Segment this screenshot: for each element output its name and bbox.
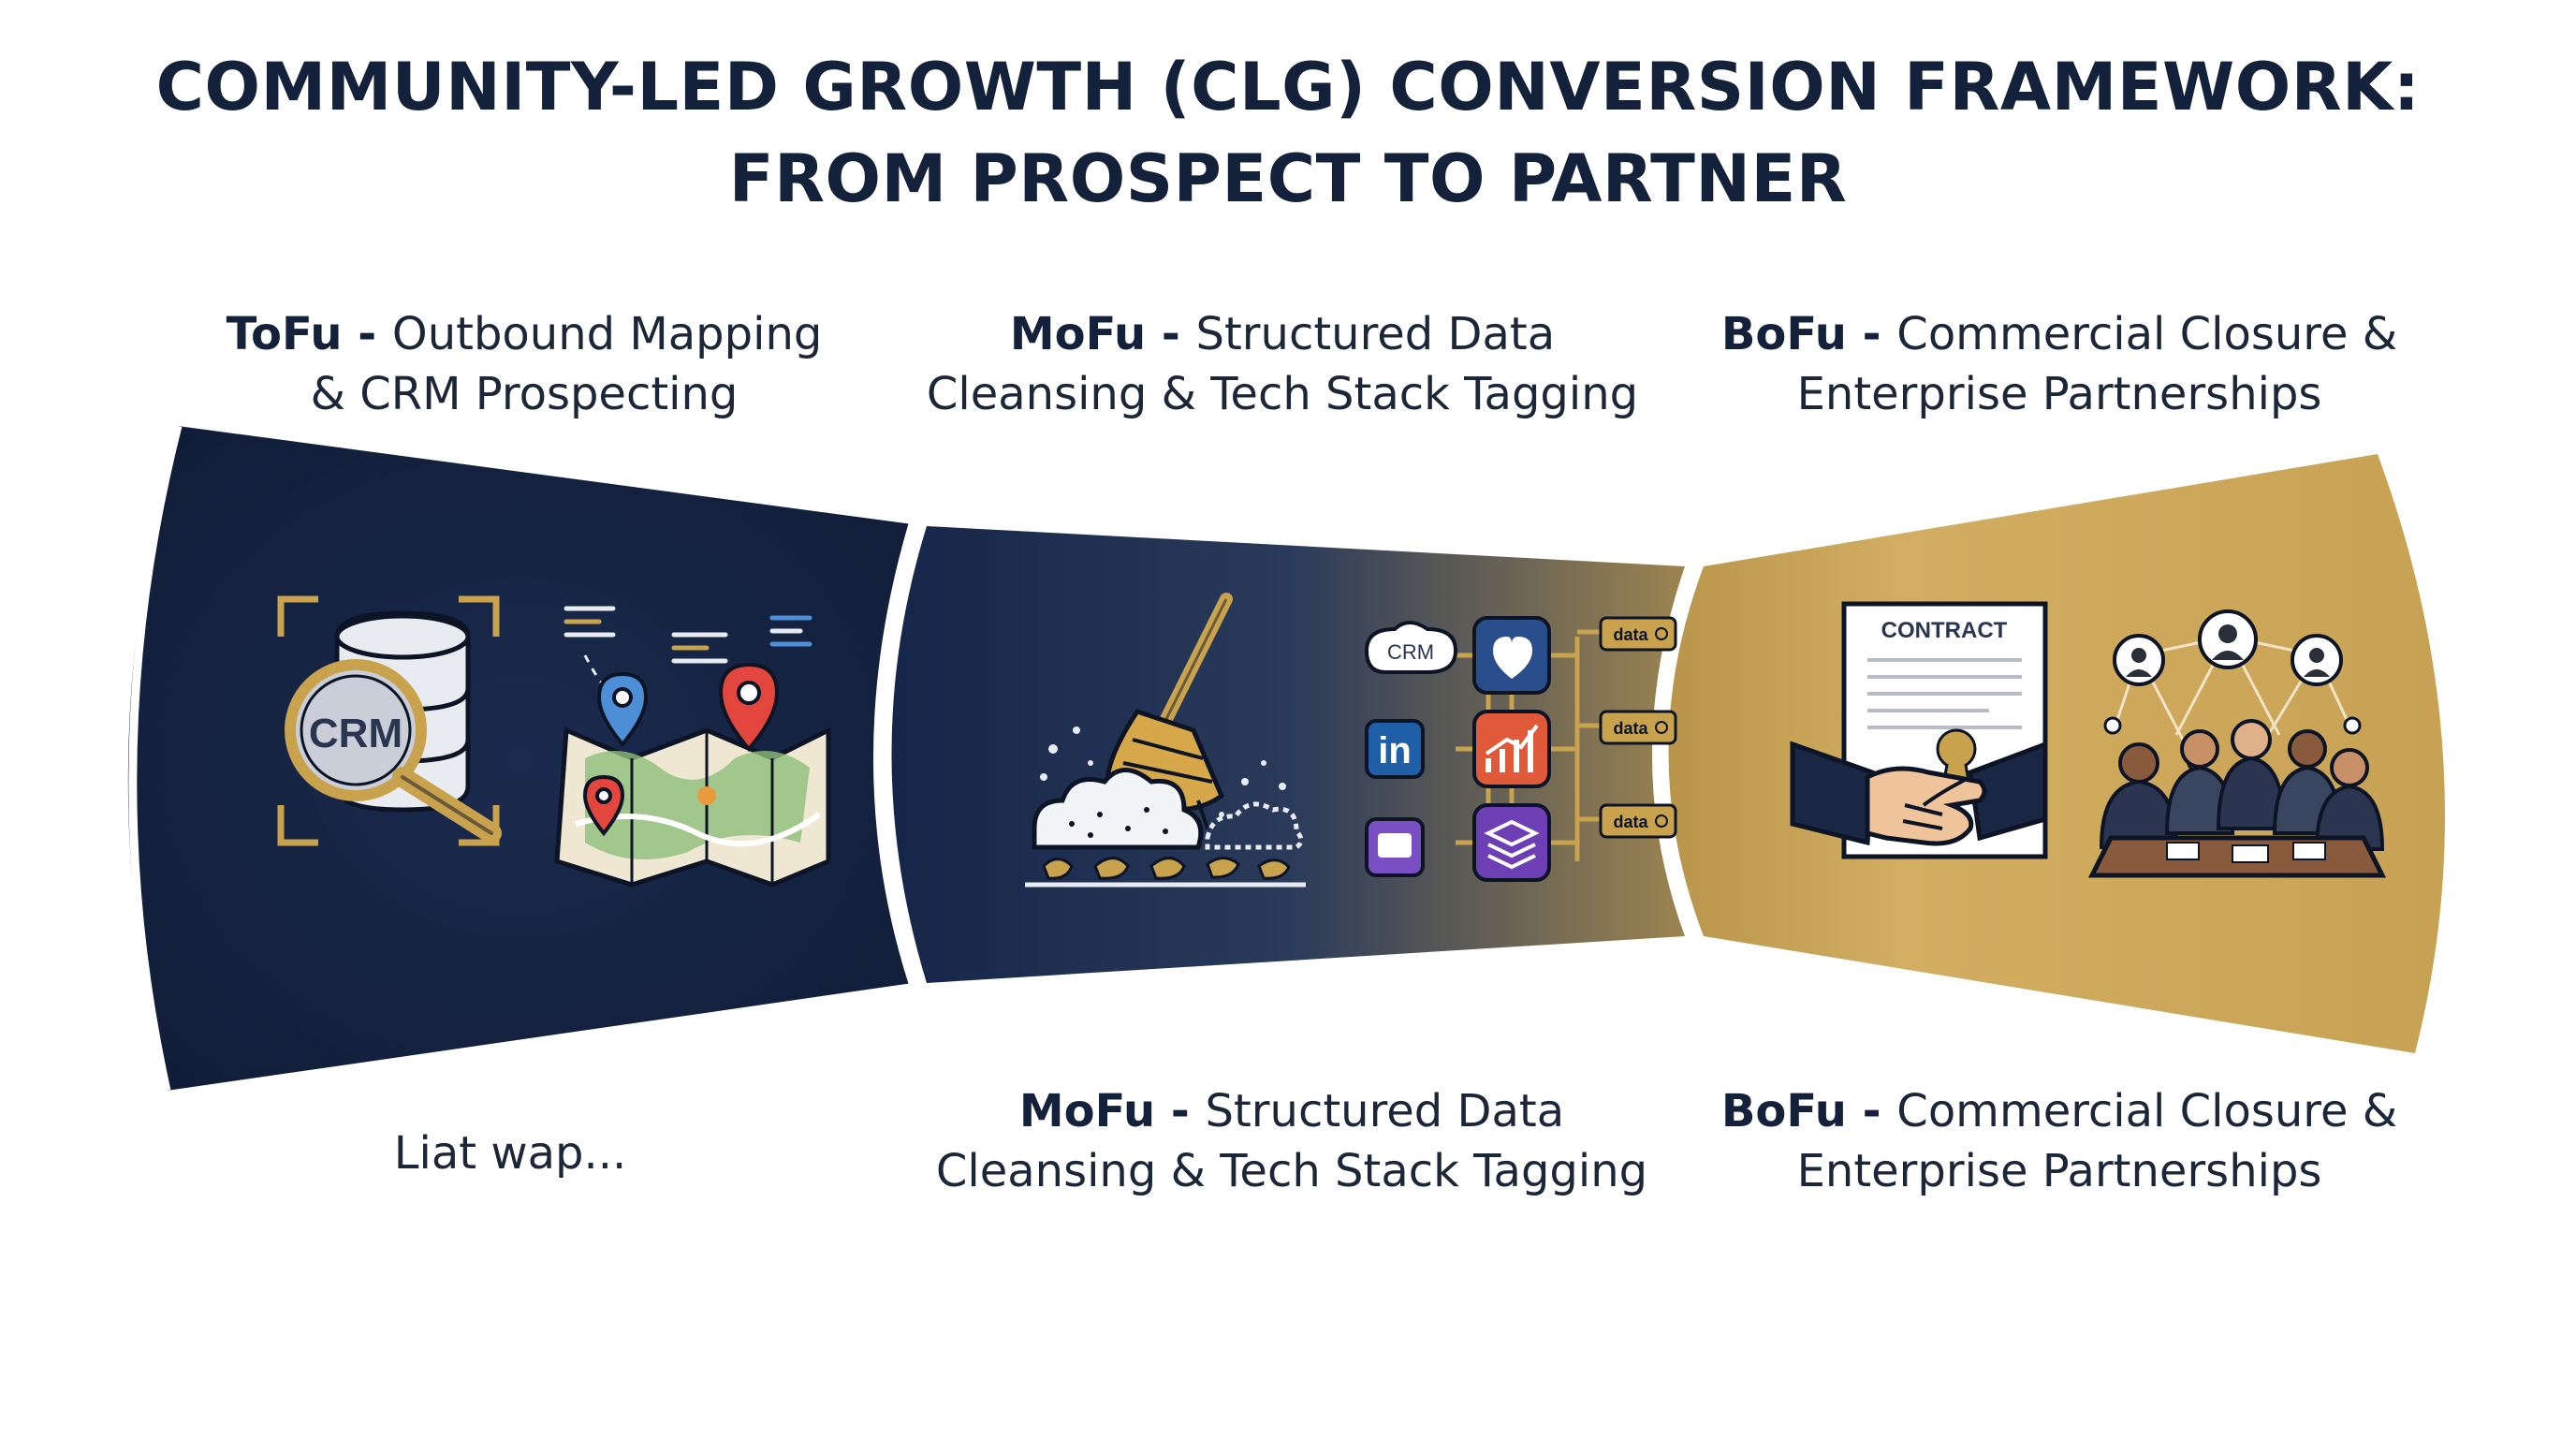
map-pins-icon [554, 606, 831, 888]
linkedin-icon [1365, 719, 1425, 779]
chart-app-tile [1472, 710, 1551, 788]
stage-label-tofu-bottom: Liat wap... [393, 1127, 627, 1180]
crm-db-label: CRM [309, 711, 402, 756]
funnel-segment-mofu [873, 522, 1685, 985]
page-title: COMMUNITY-LED GROWTH (CLG) CONVERSION FR… [0, 41, 2576, 225]
svg-text:data: data [1613, 625, 1648, 644]
linkedin-label: in [1378, 730, 1412, 771]
data-tag: data [1599, 710, 1677, 745]
crm-database-magnifier-icon: CRM [277, 595, 502, 846]
contract-handshake-icon: CONTRACT [1790, 601, 2048, 859]
broom-cleaning-icon [1025, 593, 1306, 888]
title-line-1: COMMUNITY-LED GROWTH (CLG) CONVERSION FR… [155, 49, 2421, 125]
data-tag: data [1599, 803, 1677, 839]
stage-label-mofu-bottom: MoFu - Structured Data Cleansing & Tech … [935, 1085, 1648, 1197]
stage-label-bofu-bottom: BoFu - Commercial Closure & Enterprise P… [1720, 1085, 2398, 1197]
funnel-segment-tofu [127, 424, 914, 1092]
contract-label: CONTRACT [1881, 618, 2008, 643]
stage-label-mofu-top: MoFu - Structured Data Cleansing & Tech … [926, 308, 1639, 420]
funnel-segment-bofu [1652, 454, 2445, 1053]
stage-label-bofu-top: BoFu - Commercial Closure & Enterprise P… [1720, 308, 2398, 420]
enterprise-boardroom-icon [2087, 609, 2387, 878]
crm-bubble-label: CRM [1387, 640, 1434, 664]
data-tag: data [1599, 616, 1677, 652]
stage-label-tofu-top: ToFu - Outbound Mapping & CRM Prospectin… [226, 308, 823, 420]
tech-stack-network-icon: CRM in data data data [1364, 616, 1677, 882]
svg-text:data: data [1613, 719, 1648, 738]
title-line-2: FROM PROSPECT TO PARTNER [728, 140, 1848, 217]
svg-text:data: data [1613, 813, 1648, 831]
